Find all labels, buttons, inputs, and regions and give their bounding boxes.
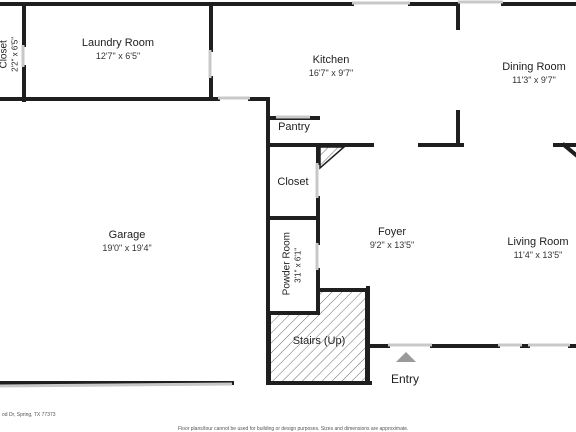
footer-disclaimer: Floor plans/tour cannot be used for buil…	[178, 426, 409, 432]
room-dining: Dining Room 11'3" x 9'7"	[474, 61, 576, 86]
room-name: Pantry	[278, 121, 310, 133]
room-name: Laundry Room	[81, 37, 155, 49]
room-dims: 9'2" x 13'5"	[369, 239, 415, 250]
room-pantry: Pantry	[269, 121, 319, 135]
room-name: Kitchen	[312, 54, 350, 66]
entry-arrow-icon	[396, 352, 416, 362]
room-name: Living Room	[507, 236, 569, 248]
room-living: Living Room 11'4" x 13'5"	[478, 236, 576, 261]
room-powder: Powder Room 3'1" x 6'1"	[281, 231, 303, 296]
footer-address: od Dr, Spring, TX 77373	[2, 412, 56, 418]
room-name: Closet	[0, 40, 10, 69]
room-name: Powder Room	[281, 231, 293, 296]
pantry-corner-wedge	[319, 146, 346, 170]
room-kitchen: Kitchen 16'7" x 9'7"	[271, 54, 391, 79]
room-dims: 12'7" x 6'5"	[95, 50, 141, 61]
room-laundry: Laundry Room 12'7" x 6'5"	[58, 37, 178, 62]
room-name: Dining Room	[502, 61, 566, 73]
room-dims: 2'2" x 6'5"	[10, 36, 20, 72]
room-stairs: Stairs (Up)	[279, 335, 359, 349]
room-name: Closet	[277, 176, 309, 188]
windows	[0, 0, 570, 388]
room-dims: 3'1" x 6'1"	[293, 247, 303, 283]
room-name: Foyer	[377, 226, 407, 238]
room-name: Stairs (Up)	[292, 335, 346, 347]
room-name: Garage	[108, 229, 146, 241]
room-foyer: Foyer 9'2" x 13'5"	[332, 226, 452, 251]
entry-label: Entry	[391, 372, 420, 386]
room-dims: 11'4" x 13'5"	[513, 249, 563, 260]
room-garage: Garage 19'0" x 19'4"	[67, 229, 187, 254]
room-closet-top: Closet 2'2" x 6'5"	[0, 24, 19, 84]
room-dims: 16'7" x 9'7"	[308, 67, 354, 78]
room-dims: 19'0" x 19'4"	[102, 242, 152, 253]
room-closet-mid: Closet	[269, 176, 317, 190]
room-dims: 11'3" x 9'7"	[512, 74, 556, 85]
